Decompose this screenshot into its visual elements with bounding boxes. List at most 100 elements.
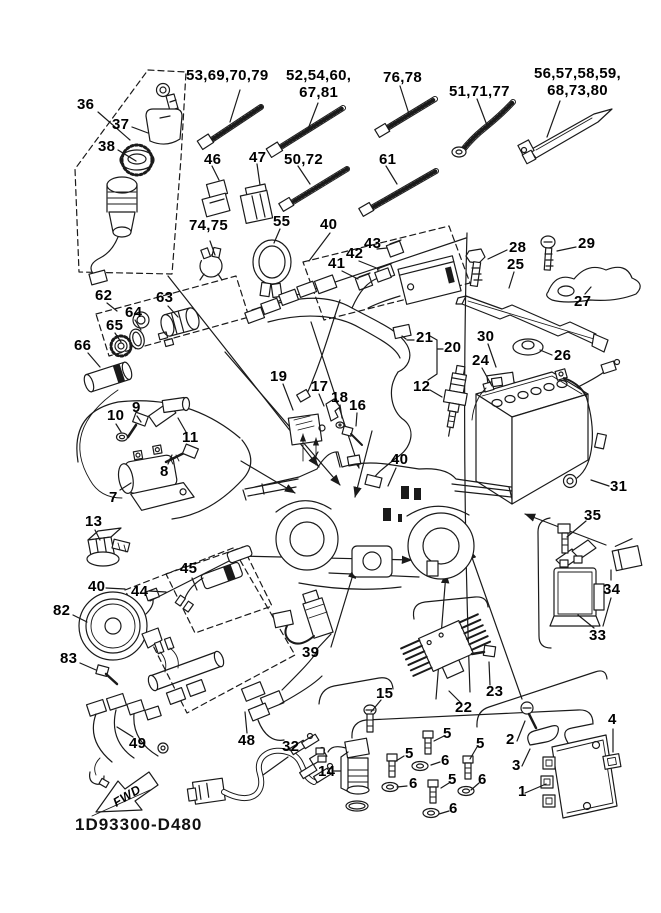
callout-25: 25 [507,256,525,273]
callout-17: 17 [311,378,329,395]
bolt-5-b [386,753,398,778]
screw-2 [520,701,538,730]
cable-tie-50 [278,166,350,212]
callout-53-69-70-79: 53,69,70,79 [186,67,269,84]
washer-6-b [381,781,399,793]
callout-76-78: 76,78 [383,69,423,86]
bolt-5-d [427,779,439,804]
bolt-5-c [462,755,474,780]
cdi-box [302,225,471,321]
callout-50-72: 50,72 [284,151,324,168]
callout-41: 41 [328,255,346,272]
callout-55: 55 [273,213,291,230]
callout-74-75: 74,75 [189,217,229,234]
callout-23: 23 [486,683,504,700]
callout-16: 16 [349,397,367,414]
callout-6: 6 [441,752,450,769]
sensor-39 [272,589,334,645]
callout-11: 11 [182,429,199,446]
bolt-13 [86,527,131,567]
callout-27: 27 [574,293,592,310]
socket-group [83,307,200,393]
sensor-outer-box [124,547,296,714]
callout-1: 1 [518,783,527,800]
washer-10 [115,432,129,442]
fuse-41 [354,272,374,291]
callout-10: 10 [107,407,125,424]
bolt-23 [470,644,497,658]
cap-4 [602,753,622,770]
group-brackets [76,232,608,739]
cable-tie-51 [451,99,516,158]
spark-plug-12 [442,364,468,437]
callout-28: 28 [509,239,527,256]
screw-29 [540,235,556,271]
callout-18: 18 [331,389,349,406]
callout-21: 21 [416,329,434,346]
bolt-8 [164,443,199,465]
callout-34: 34 [603,581,621,598]
callout-31: 31 [610,478,628,495]
callout-4: 4 [608,711,617,728]
bolt-83 [95,664,119,686]
cable-tie-61 [358,168,439,217]
callout-46: 46 [204,151,222,168]
callout-6: 6 [478,771,487,788]
bracket-27 [546,266,641,303]
cable-tie-52 [265,105,346,159]
cable-strap-56 [517,108,613,165]
bolt-35 [557,523,571,554]
callout-15: 15 [376,685,394,702]
callout-9: 9 [132,399,141,416]
sub-harness-49 [85,692,169,789]
callout-45: 45 [180,560,198,577]
fuse-43 [385,239,405,258]
callout-66: 66 [74,337,92,354]
callout-63: 63 [156,289,174,306]
callout-82: 82 [53,602,71,619]
callout-26: 26 [554,347,572,364]
cable-tie-53 [196,104,264,151]
main-switch-assembly [88,82,183,286]
washer-6-c [457,785,475,797]
cable-tie-76 [374,96,438,138]
callout-49: 49 [129,735,147,752]
callout-8: 8 [160,463,169,480]
relay-47 [239,183,274,224]
callout-83: 83 [60,650,78,667]
joint-11 [148,396,191,428]
callout-42: 42 [346,245,364,262]
callout-20: 20 [444,339,462,356]
callout-40: 40 [391,451,409,468]
connector-34 [611,538,643,572]
key-17 [325,398,341,422]
battery-cable-31 [471,377,607,489]
sensor-inner-box [165,546,273,634]
callout-56-57-58-59-68-73-80: 56,57,58,59, 68,73,80 [534,65,622,99]
tube-and-connectors-44 [147,636,225,705]
atv-outline [242,451,513,590]
ignition-coil-19 [287,413,326,466]
callout-5: 5 [448,771,457,788]
callout-5: 5 [405,745,414,762]
fwd-arrow [91,771,159,817]
callout-3: 3 [512,757,521,774]
battery-bracket-25 [455,295,609,353]
washer-18 [335,421,345,429]
callout-37: 37 [112,116,130,133]
ring-55 [252,239,292,299]
callout-6: 6 [409,775,418,792]
dashed-boxes [74,69,471,714]
callout-6: 6 [449,800,458,817]
callout-52-54-60-67-81: 52,54,60, 67,81 [286,67,352,101]
washer-6-a [411,760,429,772]
callout-36: 36 [77,96,95,113]
callout-40: 40 [88,578,106,595]
callout-30: 30 [477,328,495,345]
clamp-74 [199,246,223,281]
bolt-28 [465,248,486,288]
callout-14: 14 [318,763,336,780]
callout-40: 40 [320,216,338,233]
callout-51-71-77: 51,71,77 [449,83,510,100]
